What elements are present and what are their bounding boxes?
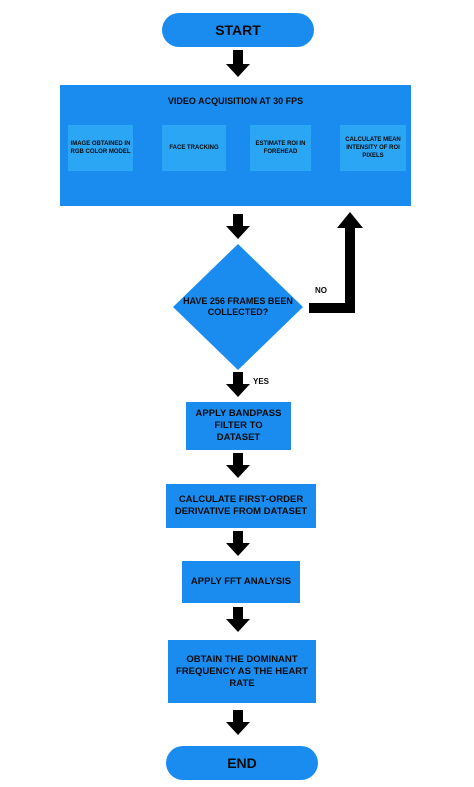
arrow-acquisition-to-decision xyxy=(226,214,250,239)
step-first-order-derivative: CALCULATE FIRST-ORDER DERIVATIVE FROM DA… xyxy=(166,484,316,528)
step-image-rgb: IMAGE OBTAINED IN RGB COLOR MODEL xyxy=(68,125,133,171)
start-terminal: START xyxy=(162,13,314,47)
arrow-dominant-to-end xyxy=(226,710,250,735)
arrow-fft-to-dominant xyxy=(226,607,250,632)
arrow-bandpass-to-derivative xyxy=(226,453,250,478)
step-estimate-roi: ESTIMATE ROI IN FOREHEAD xyxy=(250,125,311,171)
step-face-tracking: FACE TRACKING xyxy=(162,125,226,171)
step-calculate-mean: CALCULATE MEAN INTENSITY OF ROI PIXELS xyxy=(340,125,406,171)
end-terminal: END xyxy=(166,746,318,780)
arrow-decision-to-bandpass xyxy=(226,372,250,397)
start-label: START xyxy=(215,22,261,38)
decision-label: HAVE 256 FRAMES BEEN COLLECTED? xyxy=(183,296,293,317)
step-bandpass-filter: APPLY BANDPASS FILTER TO DATASET xyxy=(186,402,291,450)
yes-label: YES xyxy=(253,377,270,386)
no-label: NO xyxy=(315,286,327,295)
step-dominant-frequency: OBTAIN THE DOMINANT FREQUENCY AS THE HEA… xyxy=(168,640,316,703)
arrow-no-loop xyxy=(309,212,363,313)
decision-diamond xyxy=(173,244,303,370)
arrow-derivative-to-fft xyxy=(226,531,250,556)
arrow-start-to-acquisition xyxy=(226,50,250,77)
step-fft-analysis: APPLY FFT ANALYSIS xyxy=(182,561,300,603)
end-label: END xyxy=(227,755,257,771)
video-acquisition-title: VIDEO ACQUISITION AT 30 FPS xyxy=(167,96,304,106)
